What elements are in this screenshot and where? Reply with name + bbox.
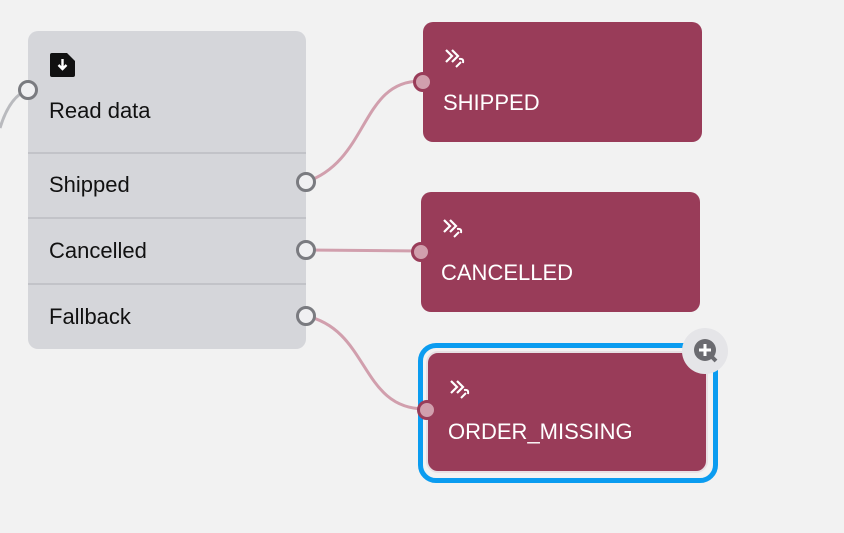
output-row-shipped: Shipped <box>28 153 306 219</box>
node-label: SHIPPED <box>443 90 540 115</box>
output-port-fallback[interactable] <box>296 306 316 326</box>
output-port-shipped[interactable] <box>296 172 316 192</box>
skip-tool-icon <box>450 380 470 399</box>
target-node-shipped[interactable]: SHIPPED <box>423 22 702 142</box>
target-node-order-missing[interactable]: ORDER_MISSING <box>426 351 708 473</box>
read-data-node[interactable]: Read data Shipped Cancelled Fallback <box>28 31 306 349</box>
wire-fallback[interactable] <box>305 314 427 411</box>
node-title: Read data <box>49 98 151 123</box>
output-row-fallback: Fallback <box>28 285 306 349</box>
input-port-cancelled[interactable] <box>411 242 431 262</box>
output-row-cancelled: Cancelled <box>28 219 306 285</box>
input-port-order-missing[interactable] <box>417 400 437 420</box>
wire-cancelled[interactable] <box>305 248 421 253</box>
wire-shipped[interactable] <box>305 79 423 184</box>
node-header: Read data <box>28 31 306 154</box>
target-node-cancelled[interactable]: CANCELLED <box>421 192 700 312</box>
output-port-cancelled[interactable] <box>296 240 316 260</box>
zoom-in-icon <box>694 339 718 363</box>
skip-tool-icon <box>443 219 463 238</box>
output-label: Shipped <box>49 172 130 197</box>
output-label: Fallback <box>49 304 131 329</box>
zoom-in-button[interactable] <box>682 328 728 374</box>
skip-tool-icon <box>445 49 465 68</box>
input-port-shipped[interactable] <box>413 72 433 92</box>
node-label: ORDER_MISSING <box>448 419 633 444</box>
output-label: Cancelled <box>49 238 147 263</box>
file-download-icon <box>50 53 75 77</box>
node-label: CANCELLED <box>441 260 574 285</box>
input-port[interactable] <box>18 80 38 100</box>
